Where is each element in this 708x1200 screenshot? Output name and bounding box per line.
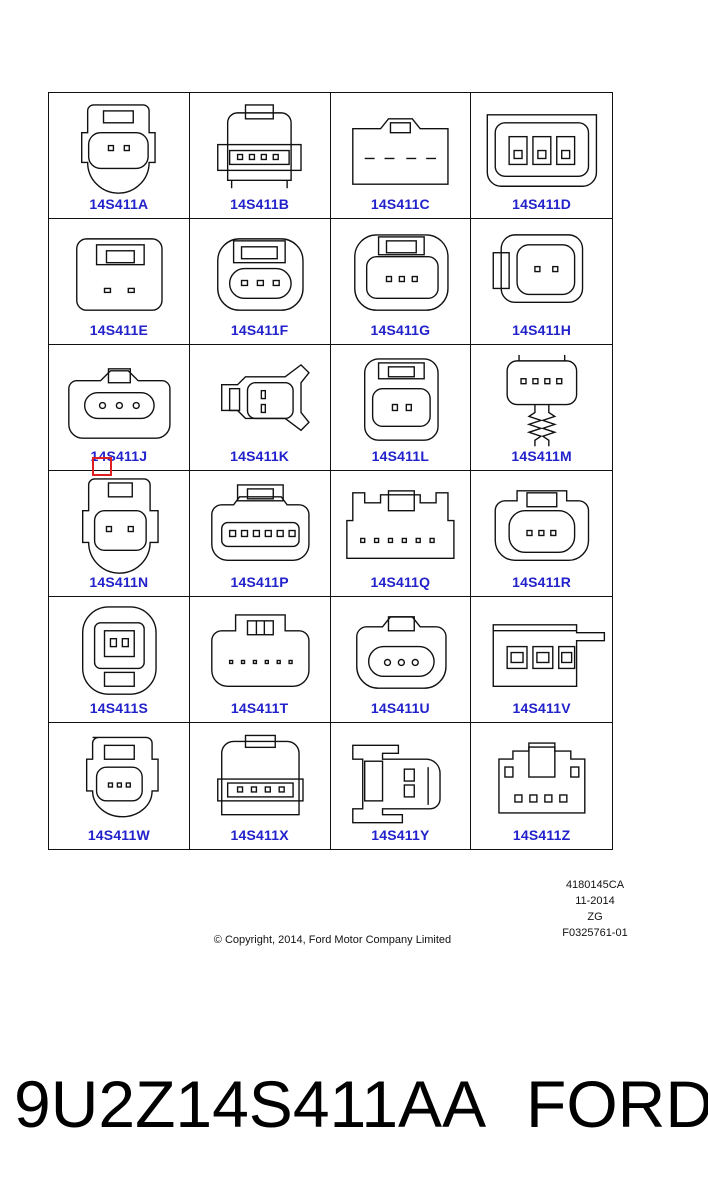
connector-c-drawing <box>351 118 449 185</box>
drawing-initials: ZG <box>587 911 603 923</box>
connector-q-drawing <box>345 490 455 559</box>
connector-g-drawing <box>353 234 449 311</box>
connector-y-drawing <box>351 744 441 824</box>
connector-cell-d[interactable]: 14S411D <box>471 93 612 219</box>
connector-v-drawing <box>492 624 606 687</box>
connector-x-drawing <box>216 734 304 816</box>
connector-label: 14S411L <box>371 448 430 464</box>
connector-m-drawing <box>506 354 578 447</box>
copyright-text: © Copyright, 2014, Ford Motor Company Li… <box>213 934 452 946</box>
connector-label: 14S411M <box>511 448 572 464</box>
connector-label: 14S411C <box>370 196 430 212</box>
connector-label: 14S411R <box>512 574 572 590</box>
drawing-date: 11-2014 <box>575 895 615 907</box>
connector-n-drawing <box>82 478 159 574</box>
connector-cell-t[interactable]: 14S411T <box>189 597 331 723</box>
connector-cell-r[interactable]: 14S411R <box>471 471 612 597</box>
connector-label: 14S411D <box>512 196 572 212</box>
connector-label: 14S411T <box>230 700 289 716</box>
connector-f-drawing <box>216 238 304 311</box>
connector-cell-c[interactable]: 14S411C <box>330 93 472 219</box>
connector-p-drawing <box>210 484 310 561</box>
connector-w-drawing <box>85 736 159 818</box>
connector-s-drawing <box>82 606 157 695</box>
connector-cell-w[interactable]: 14S411W <box>49 723 190 849</box>
connector-cell-p[interactable]: 14S411P <box>189 471 331 597</box>
connector-grid: 14S411A 14S411B 14S411C <box>48 92 613 850</box>
connector-label: 14S411H <box>512 322 572 338</box>
connector-t-drawing <box>210 614 310 687</box>
drawing-ref: F0325761-01 <box>562 927 628 939</box>
connector-label: 14S411A <box>89 196 149 212</box>
connector-cell-b[interactable]: 14S411B <box>189 93 331 219</box>
connector-label: 14S411K <box>230 448 290 464</box>
connector-label: 14S411J <box>90 448 148 464</box>
connector-cell-x[interactable]: 14S411X <box>190 723 331 849</box>
connector-b-drawing <box>216 104 302 189</box>
connector-d-drawing <box>486 114 598 187</box>
connector-label: 14S411N <box>89 574 149 590</box>
connector-cell-q[interactable]: 14S411Q <box>330 471 472 597</box>
connector-cell-y[interactable]: 14S411Y <box>331 723 472 849</box>
connector-cell-f[interactable]: 14S411F <box>189 219 331 345</box>
connector-k-drawing <box>220 363 310 432</box>
drawing-code: 4180145CA <box>565 879 625 891</box>
connector-cell-j[interactable]: 14S411J <box>49 345 190 471</box>
connector-cell-h[interactable]: 14S411H <box>471 219 612 345</box>
connector-e-drawing <box>76 238 163 311</box>
connector-label: 14S411V <box>512 700 571 716</box>
connector-label: 14S411Q <box>370 574 431 590</box>
connector-cell-m[interactable]: 14S411M <box>471 345 612 471</box>
connector-cell-e[interactable]: 14S411E <box>49 219 190 345</box>
connector-label: 14S411Y <box>371 827 430 843</box>
connector-label: 14S411P <box>230 574 289 590</box>
connector-z-drawing <box>498 742 586 814</box>
connector-h-drawing <box>492 234 584 304</box>
connector-cell-k[interactable]: 14S411K <box>189 345 331 471</box>
connector-cell-v[interactable]: 14S411V <box>471 597 612 723</box>
connector-j-drawing <box>68 368 171 439</box>
connector-label: 14S411W <box>87 827 150 843</box>
connector-cell-u[interactable]: 14S411U <box>330 597 472 723</box>
connector-l-drawing <box>363 358 439 441</box>
connector-label: 14S411S <box>89 700 148 716</box>
drawing-meta: 4180145CA 11-2014 ZG F0325761-01 <box>540 877 650 941</box>
connector-label: 14S411B <box>230 196 290 212</box>
connector-cell-a[interactable]: 14S411A <box>49 93 190 219</box>
connector-u-drawing <box>355 616 447 689</box>
connector-label: 14S411Z <box>512 827 571 843</box>
connector-label: 14S411X <box>230 827 289 843</box>
connector-a-drawing <box>81 104 156 194</box>
connector-cell-g[interactable]: 14S411G <box>330 219 472 345</box>
connector-cell-n[interactable]: 14S411N <box>49 471 190 597</box>
connector-label: 14S411G <box>370 322 431 338</box>
connector-cell-s[interactable]: 14S411S <box>49 597 190 723</box>
connector-label: 14S411E <box>89 322 148 338</box>
connector-cell-l[interactable]: 14S411L <box>330 345 472 471</box>
part-number: 9U2Z14S411AA <box>14 1067 487 1141</box>
connector-cell-z[interactable]: 14S411Z <box>471 723 612 849</box>
connector-label: 14S411U <box>370 700 430 716</box>
connector-r-drawing <box>494 490 590 561</box>
connector-label: 14S411F <box>230 322 289 338</box>
brand-name: FORD <box>526 1067 708 1141</box>
